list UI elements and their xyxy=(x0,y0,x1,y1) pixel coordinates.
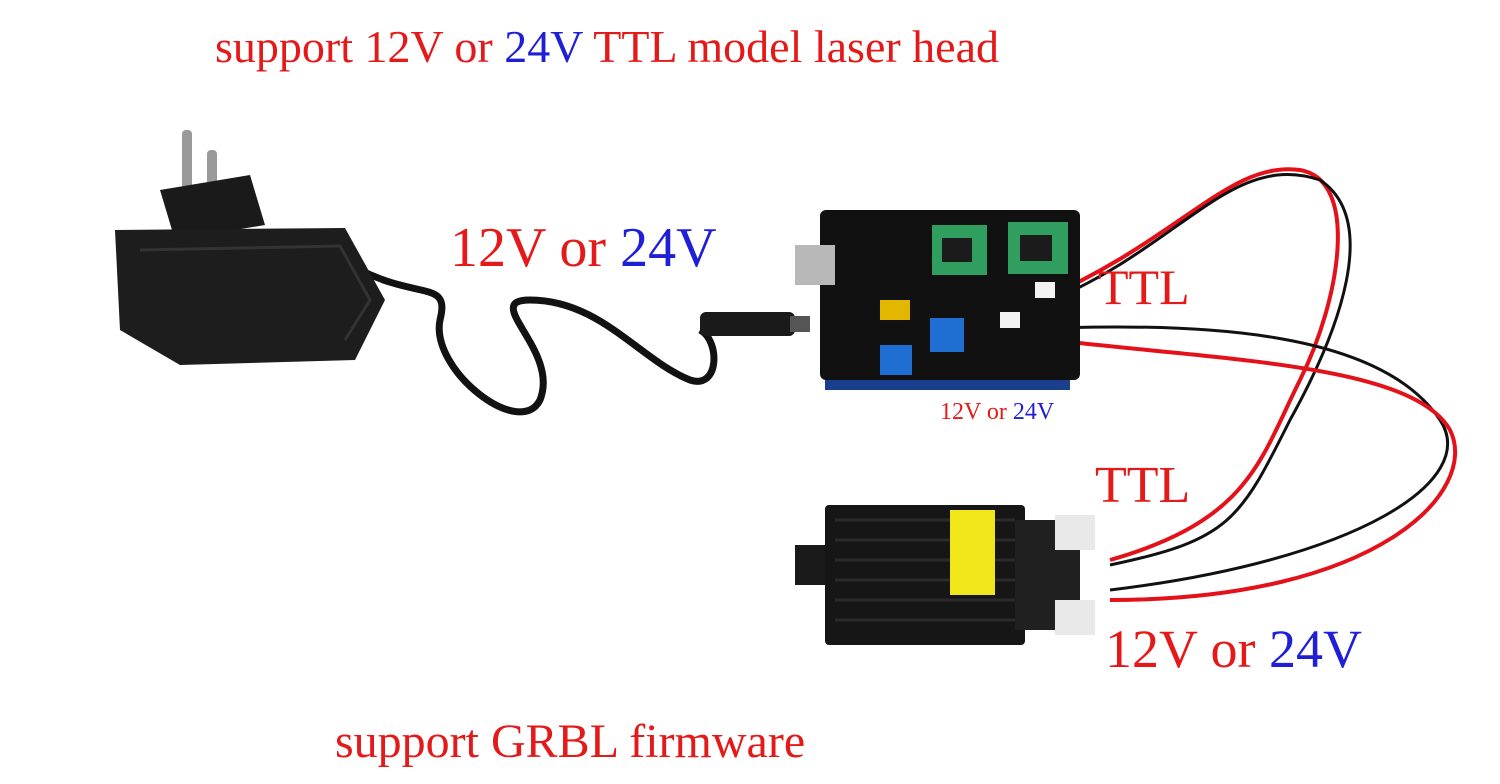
headline-part-2: TTL model laser head xyxy=(582,21,1000,72)
ttl-label-board: TTL xyxy=(1098,259,1190,315)
laser-voltage-label: 12V or 24V xyxy=(1105,622,1362,676)
red-wire xyxy=(1039,167,1340,562)
power-voltage-12: 12V or xyxy=(450,217,621,279)
board-voltage-12: 12V or xyxy=(940,399,1013,425)
headline: support 12V or 24V TTL model laser head xyxy=(215,24,999,70)
headline-part-1: support 12V or xyxy=(215,21,505,72)
laser-voltage-24: 24V xyxy=(1269,619,1363,679)
power-voltage-label: 12V or 24V xyxy=(450,220,717,276)
power-voltage-24: 24V xyxy=(620,217,717,279)
headline-voltage-24: 24V xyxy=(504,21,583,72)
ttl-label-laser: TTL xyxy=(1095,457,1191,514)
laser-voltage-12: 12V or xyxy=(1105,619,1270,679)
red-wire-2 xyxy=(1009,333,1458,602)
wires xyxy=(358,167,1458,602)
board-voltage-24: 24V xyxy=(1012,399,1055,425)
power-adapter xyxy=(115,130,385,365)
black-wire xyxy=(1039,173,1352,567)
laser-head xyxy=(795,505,1095,645)
controller-board xyxy=(795,210,1080,390)
power-cable xyxy=(358,266,718,416)
board-voltage-label: 12V or 24V xyxy=(940,400,1054,424)
footer-caption: support GRBL firmware xyxy=(335,715,806,768)
barrel-plug xyxy=(700,312,810,336)
